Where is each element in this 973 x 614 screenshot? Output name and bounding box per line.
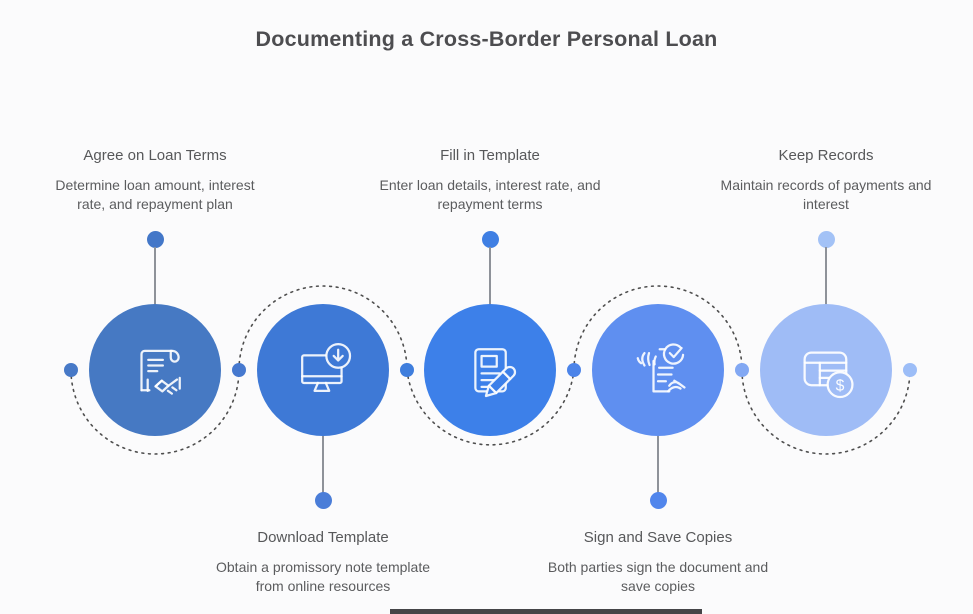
step-heading: Keep Records <box>778 147 874 164</box>
step-3-text: Fill in Template Enter loan details, int… <box>375 100 605 214</box>
bottom-edge-bar <box>390 609 702 614</box>
junction-dot <box>903 363 917 377</box>
step-heading: Download Template <box>257 529 389 546</box>
monitor-download-icon <box>301 343 352 392</box>
junction-dot <box>400 363 414 377</box>
step-4-circle <box>592 304 724 436</box>
step-stem-line <box>489 247 491 305</box>
step-heading: Agree on Loan Terms <box>83 147 227 164</box>
step-heading: Fill in Template <box>440 147 540 164</box>
step-1-circle <box>89 304 221 436</box>
step-5-text: Keep Records Maintain records of payment… <box>711 100 941 214</box>
step-2-circle <box>257 304 389 436</box>
step-description: Both parties sign the document and save … <box>547 559 769 594</box>
dollar-sign-glyph: $ <box>836 377 845 394</box>
junction-dot <box>64 363 78 377</box>
step-marker-dot <box>146 230 164 248</box>
page-title: Documenting a Cross-Border Personal Loan <box>255 27 718 51</box>
document-handshake-icon <box>140 349 181 395</box>
step-description: Maintain records of payments and interes… <box>720 177 932 212</box>
step-5-circle: $ <box>760 304 892 436</box>
step-2-text: Download Template Obtain a promissory no… <box>208 528 438 596</box>
step-stem-line <box>657 436 659 493</box>
hands-sign-check-icon <box>636 343 686 393</box>
step-marker-dot <box>314 491 332 509</box>
junction-dot <box>232 363 246 377</box>
junction-dot <box>735 363 749 377</box>
step-description: Obtain a promissory note template from o… <box>216 559 430 594</box>
step-heading: Sign and Save Copies <box>583 529 733 546</box>
step-description: Determine loan amount, interest rate, an… <box>55 177 255 212</box>
step-1-text: Agree on Loan Terms Determine loan amoun… <box>40 100 270 214</box>
document-pencil-icon <box>474 348 517 398</box>
step-description: Enter loan details, interest rate, and r… <box>379 177 601 212</box>
step-marker-dot <box>817 230 835 248</box>
step-3-circle <box>424 304 556 436</box>
step-stem-line <box>322 436 324 493</box>
step-stem-line <box>825 247 827 305</box>
step-4-text: Sign and Save Copies Both parties sign t… <box>543 528 773 596</box>
step-marker-dot <box>481 230 499 248</box>
step-marker-dot <box>649 491 667 509</box>
ledger-dollar-icon: $ <box>803 351 854 399</box>
step-stem-line <box>154 247 156 305</box>
junction-dot <box>567 363 581 377</box>
